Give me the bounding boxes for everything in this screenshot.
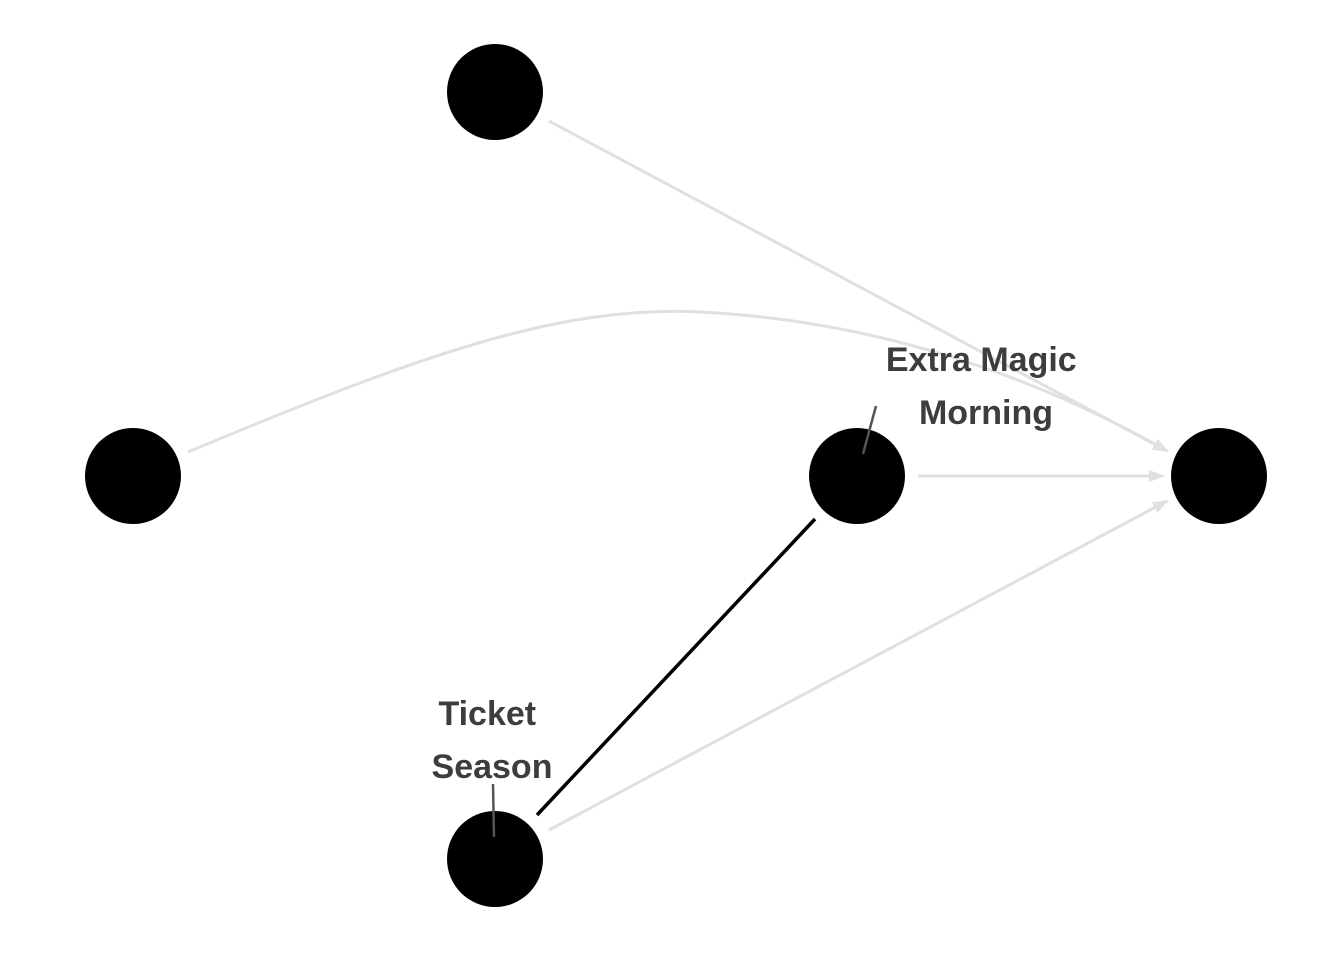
label-extra-magic-morning-line-1: Extra Magic [886,341,1077,379]
edge-ticket-season-to-outcome [548,499,1169,832]
label-ticket-season-line-1: Ticket [438,695,536,733]
label-extra-magic-morning: Extra Magic Morning [886,341,1086,432]
labels-layer: Extra Magic Morning Ticket Season [432,341,1086,838]
edge-top-to-outcome [548,119,1169,453]
edges-layer [187,119,1169,832]
label-extra-magic-morning-line-2: Morning [919,394,1053,432]
leader-line-ticket-season [491,783,496,838]
node-outcome [1171,428,1267,524]
node-extra-magic-morning [809,428,905,524]
node-top [447,44,543,140]
node-left [85,428,181,524]
node-ticket-season [447,811,543,907]
edge-left-to-outcome [187,309,1169,454]
label-ticket-season-line-2: Season [432,748,553,786]
edge-ticket-season-to-extra-magic-morning [535,517,817,817]
label-ticket-season: Ticket Season [432,695,553,786]
nodes-layer [85,44,1267,907]
leader-line-extra-magic-morning [861,405,878,455]
